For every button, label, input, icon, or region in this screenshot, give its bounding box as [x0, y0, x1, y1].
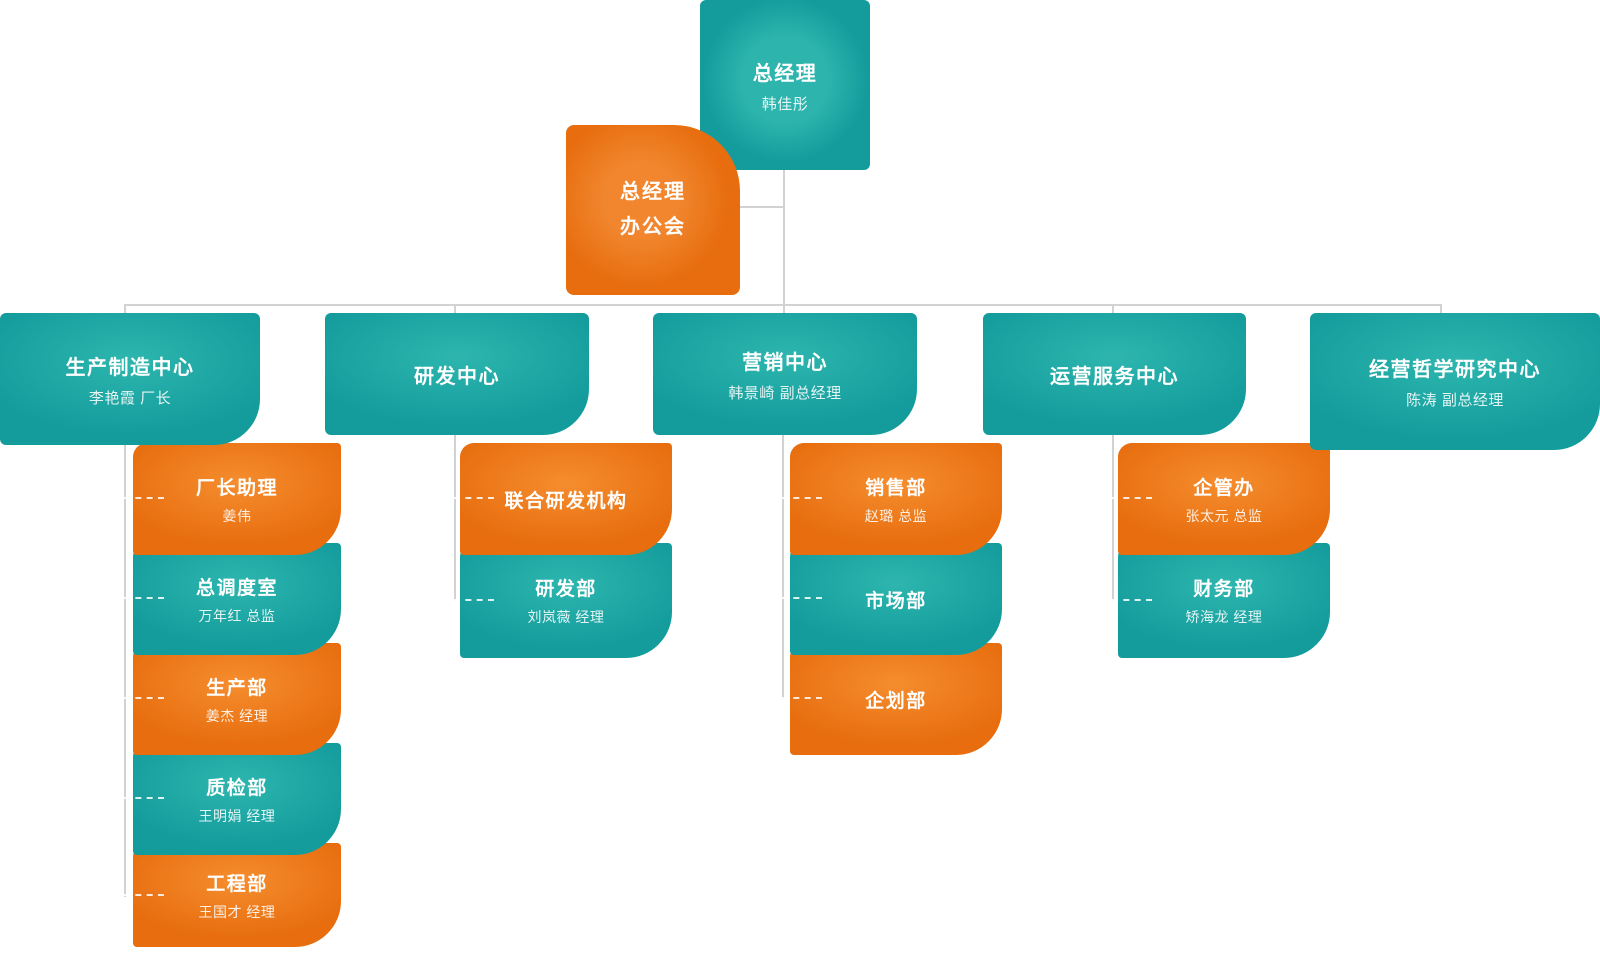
- org-node-planning-dept: 企划部: [790, 643, 1002, 755]
- node-subtitle: 姜伟: [222, 507, 252, 524]
- node-title: 企划部: [865, 690, 927, 712]
- org-node-management-office: 企管办 张太元 总监: [1118, 443, 1330, 555]
- connector-dash: [124, 797, 164, 799]
- connector-dash: [124, 597, 164, 599]
- node-subtitle: 姜杰 经理: [205, 707, 269, 724]
- org-node-production-center: 生产制造中心 李艳霞 厂长: [0, 313, 260, 445]
- org-node-joint-rd: 联合研发机构: [460, 443, 672, 555]
- connector-dash: [124, 697, 164, 699]
- node-title: 运营服务中心: [1050, 365, 1179, 388]
- node-subtitle: 韩景崎 副总经理: [728, 384, 842, 402]
- node-title: 经营哲学研究中心: [1369, 359, 1541, 381]
- connector-stub-operations: [1112, 304, 1114, 314]
- node-subtitle: 韩佳彤: [761, 95, 809, 113]
- node-title: 厂长助理: [195, 477, 278, 499]
- connector-root-trunk: [783, 168, 785, 306]
- connector-marketing-trunk: [782, 435, 784, 699]
- connector-stub-marketing: [783, 304, 785, 314]
- node-title: 财务部: [1193, 579, 1255, 600]
- connector-dash: [1112, 497, 1152, 499]
- org-node-factory-assistant: 厂长助理 姜伟: [133, 443, 341, 555]
- node-subtitle: 陈涛 副总经理: [1406, 392, 1504, 409]
- org-node-general-manager: 总经理 韩佳彤: [700, 0, 870, 170]
- node-subtitle: 万年红 总监: [198, 607, 276, 624]
- node-subtitle: 赵璐 总监: [864, 507, 928, 524]
- org-node-philosophy-center: 经营哲学研究中心 陈涛 副总经理: [1310, 313, 1600, 450]
- node-title-line2: 办公会: [620, 216, 686, 238]
- node-title: 质检部: [206, 777, 268, 799]
- org-node-operations-center: 运营服务中心: [983, 313, 1246, 435]
- node-subtitle: 王国才 经理: [198, 903, 276, 920]
- org-node-quality-dept: 质检部 王明娟 经理: [133, 743, 341, 855]
- node-title: 企管办: [1193, 477, 1255, 499]
- connector-operations-trunk: [1112, 435, 1114, 601]
- connector-production-trunk: [124, 445, 126, 897]
- connector-office-link: [736, 206, 784, 208]
- node-subtitle: 矫海龙 经理: [1185, 609, 1263, 625]
- node-subtitle: 王明娟 经理: [198, 807, 276, 824]
- connector-dash: [1112, 599, 1152, 601]
- connector-stub-production: [124, 304, 126, 314]
- org-node-market-dept: 市场部: [790, 543, 1002, 655]
- node-title: 销售部: [865, 477, 927, 499]
- node-title: 研发部: [535, 579, 597, 600]
- connector-dash: [782, 597, 822, 599]
- node-title: 市场部: [865, 590, 927, 612]
- connector-dash: [454, 497, 494, 499]
- connector-dash: [454, 599, 494, 601]
- node-subtitle: 张太元 总监: [1185, 507, 1263, 524]
- connector-dash: [124, 497, 164, 499]
- node-title: 总调度室: [195, 577, 278, 599]
- node-title: 工程部: [206, 873, 268, 895]
- org-node-gm-office: 总经理 办公会: [566, 125, 740, 295]
- org-node-production-dept: 生产部 姜杰 经理: [133, 643, 341, 755]
- connector-dash: [124, 894, 164, 896]
- node-title: 联合研发机构: [504, 490, 628, 512]
- org-node-sales-dept: 销售部 赵璐 总监: [790, 443, 1002, 555]
- node-subtitle: 刘岚薇 经理: [527, 609, 605, 625]
- org-node-marketing-center: 营销中心 韩景崎 副总经理: [653, 313, 917, 435]
- node-title: 生产部: [206, 677, 268, 699]
- connector-dash: [782, 697, 822, 699]
- node-title-line1: 总经理: [620, 181, 686, 203]
- node-title: 生产制造中心: [65, 356, 195, 379]
- org-node-rd-dept: 研发部 刘岚薇 经理: [460, 543, 672, 658]
- org-node-dispatch-office: 总调度室 万年红 总监: [133, 543, 341, 655]
- node-title: 研发中心: [414, 365, 500, 388]
- org-node-finance-dept: 财务部 矫海龙 经理: [1118, 543, 1330, 658]
- org-node-rd-center: 研发中心: [325, 313, 589, 435]
- node-subtitle: 李艳霞 厂长: [88, 389, 172, 407]
- connector-stub-rd: [454, 304, 456, 314]
- node-title: 总经理: [752, 62, 818, 85]
- org-node-engineering-dept: 工程部 王国才 经理: [133, 843, 341, 947]
- connector-rd-trunk: [454, 435, 456, 601]
- node-title: 营销中心: [742, 351, 828, 374]
- connector-stub-philosophy: [1440, 304, 1442, 314]
- connector-dash: [782, 497, 822, 499]
